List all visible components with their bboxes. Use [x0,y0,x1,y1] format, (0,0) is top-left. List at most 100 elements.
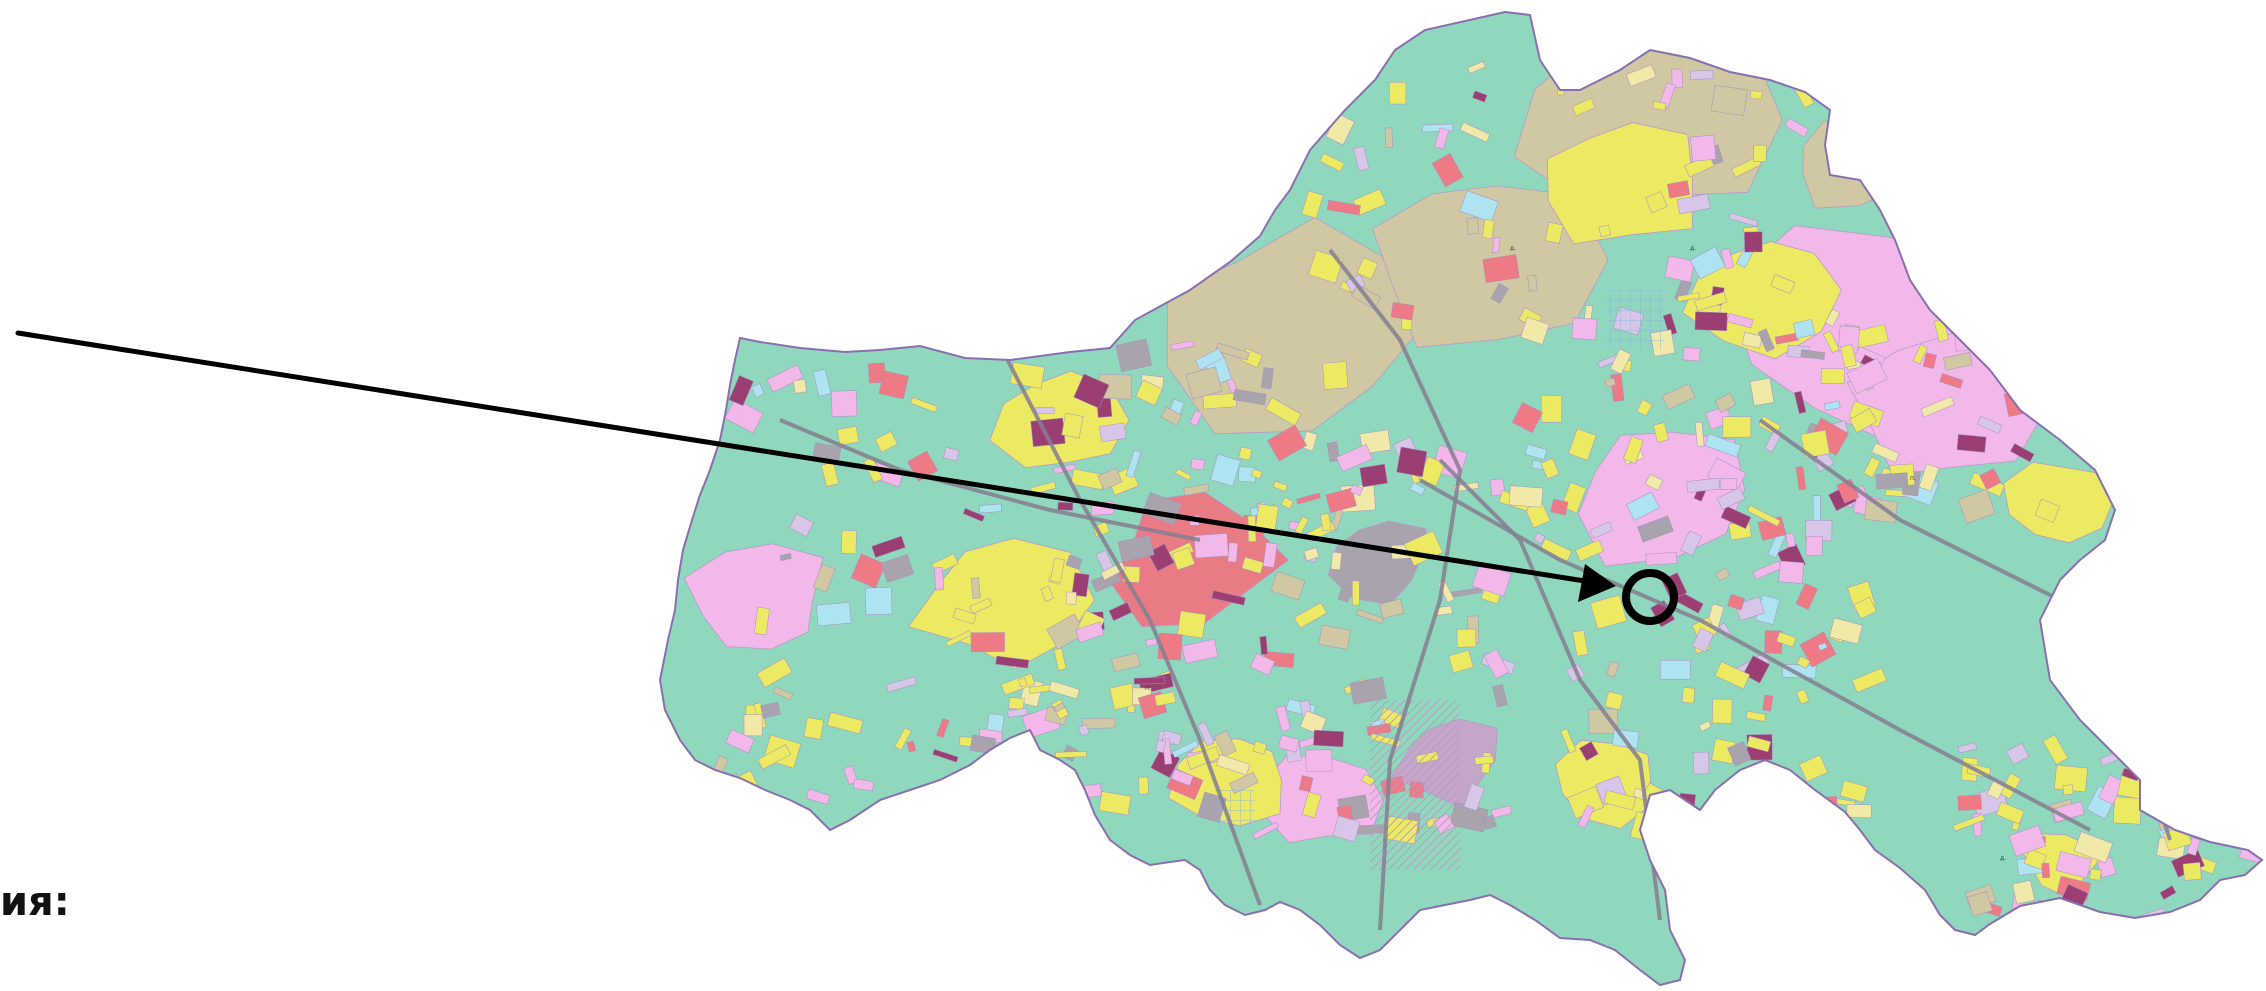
land-parcel [1202,393,1237,410]
land-parcel [1467,61,1486,74]
land-parcel [2163,777,2184,807]
land-parcel [2117,741,2136,757]
land-parcel [1434,127,1450,150]
land-parcel [1183,483,1210,496]
land-parcel [1800,349,1826,360]
land-parcel [1956,434,1987,453]
land-parcel [952,607,977,625]
land-parcel [1636,399,1653,417]
residential-zone [2002,461,2115,544]
pointer-arrowhead [1578,564,1616,602]
land-parcel [1280,496,1294,510]
land-parcel [864,586,893,616]
land-parcel [1637,515,1674,543]
land-parcel [1057,501,1074,511]
land-parcel [1035,407,1055,414]
land-parcel [1075,621,1105,643]
land-parcel [1550,498,1569,516]
land-parcel [753,606,770,636]
land-parcel [1714,392,1737,414]
land-parcel [760,701,781,719]
land-parcel [1979,468,2002,491]
land-parcel [1326,199,1361,216]
land-parcel [874,430,898,453]
land-parcel [1727,741,1752,767]
land-parcel [2155,748,2165,756]
land-parcel [1952,814,1986,832]
land-parcel [841,530,857,555]
land-parcel [728,375,754,407]
land-parcel [1272,480,1288,492]
land-parcel [1390,302,1415,321]
land-parcel [1871,442,1900,463]
land-parcel [1232,388,1267,406]
land-parcel [1746,735,1772,753]
land-parcel [2155,773,2180,788]
land-parcel [2082,378,2093,388]
land-parcel [1817,642,1828,651]
land-parcel [1295,492,1321,505]
land-parcel [1533,532,1546,544]
land-parcel [986,713,1005,732]
land-parcel [757,744,792,770]
land-parcel [1171,740,1200,758]
land-parcel [1171,547,1196,571]
land-parcel [1378,598,1405,619]
land-parcel [2065,325,2087,343]
land-parcel [1722,416,1752,438]
land-parcel [1160,406,1183,426]
land-parcel [725,728,755,754]
land-parcel [2092,415,2127,443]
land-parcel [1770,274,1796,295]
land-parcel [1305,749,1333,772]
land-parcel [1135,379,1163,406]
land-parcel [1275,705,1292,732]
land-parcel [743,714,763,737]
land-parcel [1671,68,1683,89]
land-parcel [1625,64,1657,87]
land-parcel [1061,413,1084,439]
land-parcel [1326,441,1341,462]
road-line [779,418,1201,542]
land-parcel [871,535,906,558]
land-parcel [1762,694,1774,712]
land-parcel [910,396,938,413]
land-parcel [1571,97,1596,117]
land-parcel [1849,408,1878,433]
land-parcel [2240,787,2262,818]
land-parcel [2041,862,2050,879]
land-parcel [1133,676,1166,685]
land-parcel [1824,400,1841,411]
land-parcel [1719,478,1737,490]
land-parcel [1349,484,1364,496]
land-parcel [2209,908,2237,934]
caption-text: ия: [0,879,70,925]
land-parcel [724,398,764,434]
land-parcel [1776,631,1797,648]
land-parcel [1073,373,1110,409]
land-parcel [843,765,858,785]
land-parcel [1710,84,1748,116]
land-parcel [2008,337,2025,365]
land-parcel [1645,191,1668,214]
map-landuse-layer: п.д.д.д.п. [660,12,2262,985]
land-parcel [1677,292,1701,303]
land-parcel [1726,313,1754,329]
land-parcel [1829,617,1863,645]
land-parcel [1190,458,1205,471]
land-parcel [1745,710,1767,722]
land-parcel [1812,495,1821,521]
land-parcel [1749,90,1763,100]
land-parcel [970,577,981,599]
land-parcel [1715,567,1731,582]
land-parcel [853,778,875,792]
land-parcel [2112,796,2142,825]
land-parcel [1571,317,1598,341]
land-parcel [1250,652,1276,676]
land-parcel [1825,308,1841,327]
road-line [1328,248,1463,931]
land-parcel [1332,815,1361,843]
residential-zone [1546,122,1693,245]
land-parcel [1694,311,1728,332]
land-parcel [1474,755,1494,765]
